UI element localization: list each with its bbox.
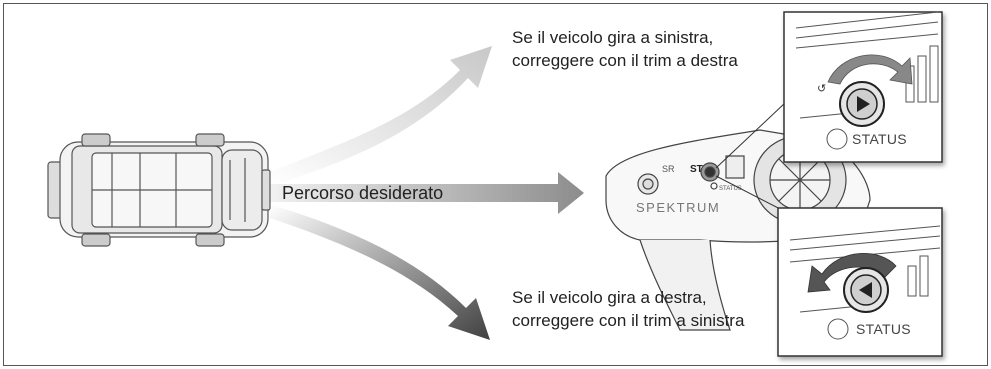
vehicle-icon [47,133,271,247]
arrow-right-drift [270,205,490,340]
inset-top-detail [795,11,939,150]
transmitter-st-label: ST [690,164,703,175]
trim-knob-bottom [843,267,889,313]
inset-top-symbol: ↺ [817,83,826,95]
trim-knob-top [839,81,885,127]
diagram-frame [3,3,988,366]
transmitter-status-label: STATUS [719,186,742,192]
transmitter-brand: SPEKTRUM [636,200,720,215]
label-left-drift: Se il veicolo gira a sinistra, corregger… [512,28,738,70]
label-right-drift: Se il veicolo gira a destra, correggere … [512,288,745,330]
inset-bottom-detail [789,225,941,340]
arrow-left-drift [270,46,492,185]
inset-bottom-status-label: STATUS [856,321,911,337]
transmitter-sr-label: SR [662,164,675,174]
label-desired-path: Percorso desiderato [282,183,444,203]
callout-line-bottom [715,175,787,213]
inset-top-status-label: STATUS [852,131,907,147]
callout-line-top [715,101,787,169]
trim-arrow-right [827,54,913,85]
arrow-desired-path [268,172,584,214]
